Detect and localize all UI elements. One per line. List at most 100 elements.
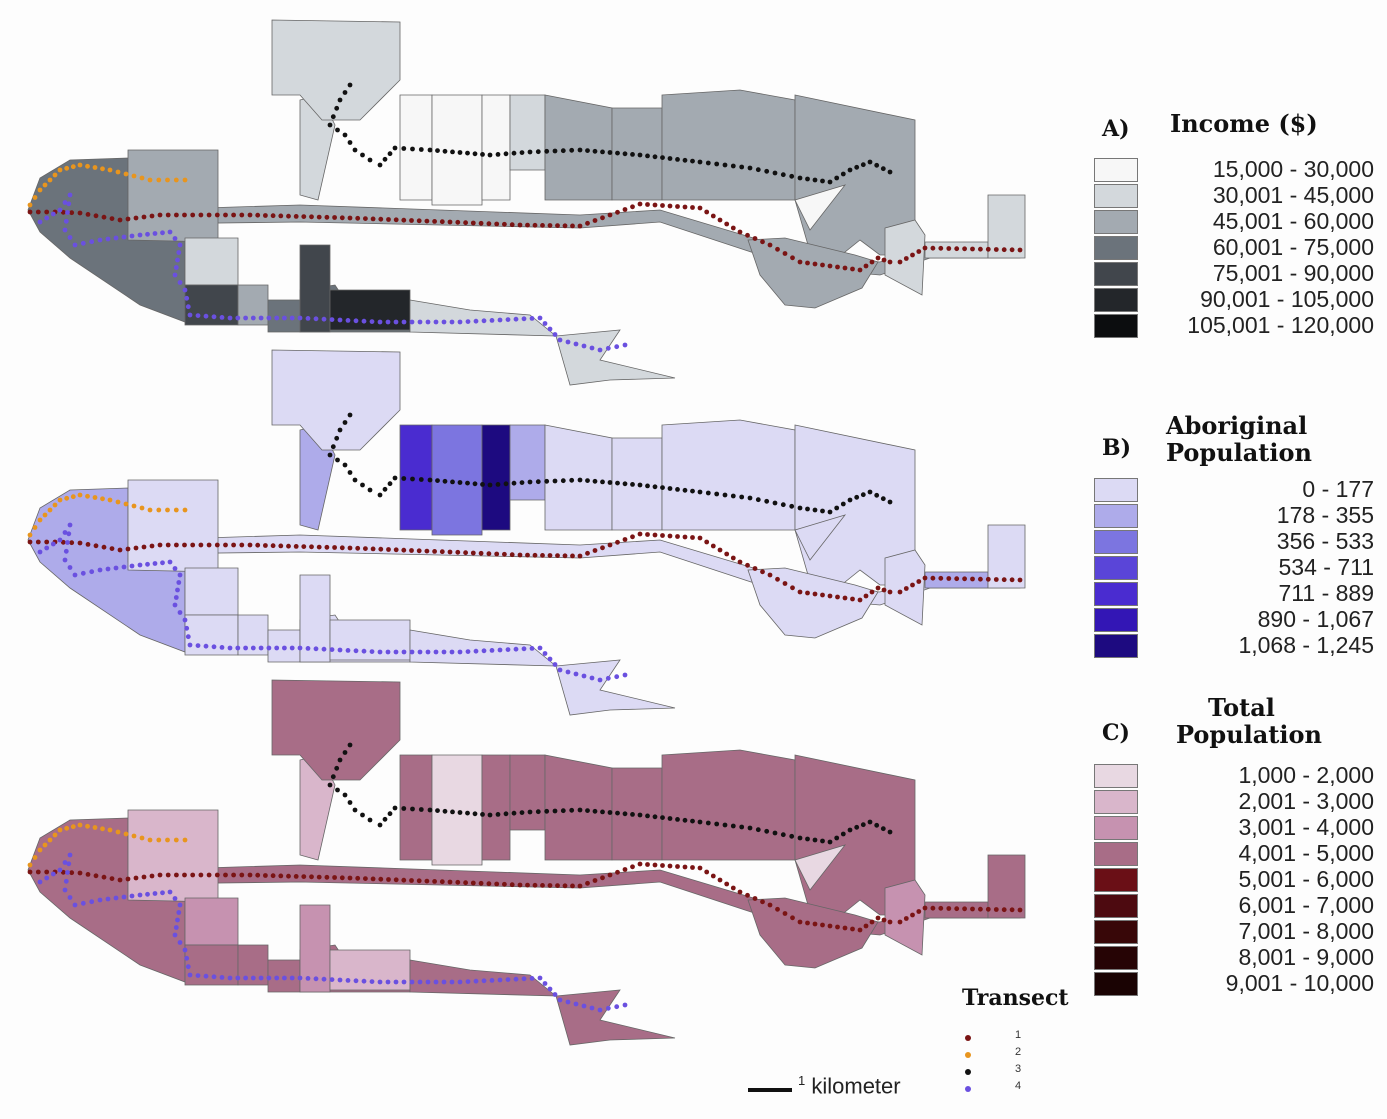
transect-point — [465, 649, 471, 654]
transect-point — [527, 479, 533, 485]
transect-point — [497, 977, 503, 983]
legend-title-line-1: Total — [1208, 693, 1275, 722]
transect-point — [52, 832, 58, 838]
transect-point — [145, 891, 150, 897]
transect-point — [173, 507, 179, 513]
transect-point — [881, 917, 887, 923]
transect-point — [775, 576, 780, 582]
transect-point — [57, 537, 63, 543]
transect-point — [547, 326, 553, 332]
transect-point — [714, 491, 720, 497]
transect-point — [569, 477, 575, 483]
transect-point — [1001, 247, 1007, 253]
transect-point — [77, 492, 83, 498]
transect-point — [527, 149, 533, 155]
transect-point — [869, 259, 875, 265]
transect-point — [597, 347, 603, 353]
transect-point — [470, 880, 476, 886]
transect-point — [970, 576, 975, 582]
census-region — [329, 619, 411, 661]
transect-point — [503, 151, 509, 157]
transect-point — [544, 148, 550, 154]
transect-point — [542, 651, 548, 656]
transect-point — [903, 586, 909, 591]
transect-point — [527, 809, 533, 815]
transect-point — [182, 542, 187, 548]
transect-point — [305, 646, 311, 651]
transect-point — [309, 544, 314, 550]
transect-point — [585, 220, 590, 226]
transect-point — [637, 861, 643, 867]
transect-point — [410, 476, 415, 482]
transect-point — [860, 162, 866, 168]
transect-point — [263, 213, 268, 218]
legend-swatch — [1094, 634, 1138, 658]
transect-point — [334, 435, 340, 441]
transect-point — [182, 837, 188, 843]
transect-point — [316, 544, 322, 550]
transect-point — [910, 912, 915, 918]
transect-point — [447, 549, 453, 555]
transect-point — [867, 819, 873, 825]
transect-point — [219, 315, 225, 320]
transect-point — [517, 222, 523, 228]
legend-label: 5,001 - 6,000 — [1238, 866, 1374, 892]
transect-point — [418, 477, 424, 482]
transect-point — [675, 157, 680, 162]
transect-point — [682, 817, 688, 823]
transect-point — [555, 223, 560, 229]
transect-point — [139, 505, 145, 511]
transect-point — [597, 677, 603, 683]
transect-point — [874, 492, 880, 498]
transect-point — [278, 543, 284, 549]
legend-swatch — [1094, 478, 1138, 502]
transect-point — [946, 246, 952, 251]
transect-point — [630, 534, 635, 540]
transect-point — [457, 480, 463, 485]
transect-point — [857, 597, 863, 603]
transect-point — [562, 223, 568, 229]
transect-point — [547, 553, 553, 558]
transect-point — [345, 648, 351, 653]
transect-point — [730, 885, 736, 891]
transect-point — [131, 173, 137, 179]
transect-point — [165, 177, 170, 183]
transect-point — [532, 552, 538, 558]
legend-swatch — [1094, 504, 1138, 528]
transect-point — [174, 872, 179, 878]
transect-point — [812, 177, 818, 183]
transect-point — [286, 543, 291, 549]
transect-point — [552, 332, 558, 337]
transect-point — [930, 245, 936, 251]
transect-point — [401, 649, 407, 655]
transect-point — [107, 497, 113, 503]
transect-point — [789, 173, 795, 179]
transect-point — [863, 923, 869, 929]
transect-point — [334, 105, 340, 111]
legend-letter: C) — [1102, 720, 1130, 746]
transect-point — [37, 187, 43, 193]
transect-point — [327, 782, 333, 788]
transect-point — [622, 537, 628, 542]
transect-point — [615, 150, 620, 156]
transect-point — [860, 822, 866, 828]
legend-label: 4,001 - 5,000 — [1238, 840, 1374, 866]
transect-point — [730, 555, 736, 561]
transect-point — [775, 906, 780, 912]
transect-point — [67, 192, 73, 198]
transect-point — [352, 477, 358, 483]
transect-point — [139, 835, 145, 841]
transect-point — [854, 824, 860, 830]
transect-point — [363, 546, 368, 551]
transect-point — [324, 874, 330, 880]
transect-point — [660, 815, 665, 820]
transect-point — [764, 498, 770, 504]
legend-label: 1,068 - 1,245 — [1238, 632, 1374, 658]
transect-point — [337, 757, 343, 763]
transect-point — [342, 462, 348, 468]
transect-point — [1017, 577, 1023, 583]
transect-point — [67, 235, 73, 240]
legend-swatch — [1094, 894, 1138, 918]
transect-point — [820, 838, 825, 844]
transect-point — [645, 813, 650, 819]
